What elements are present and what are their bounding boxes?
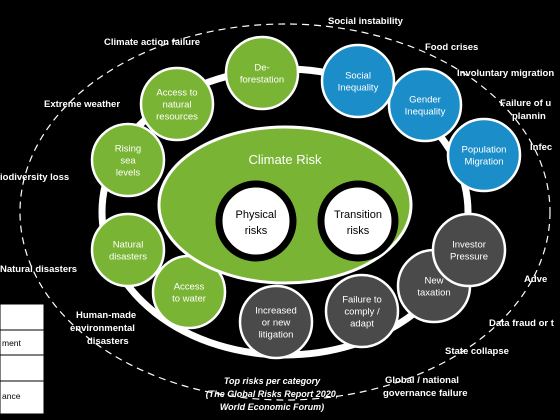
label-adve: Adve [524,274,547,285]
transition-risks-circle: Transition risks [317,180,399,262]
risk-circle-bg [90,212,166,288]
risk-circle-text: sea [120,156,136,167]
risk-circle-bg [139,66,215,142]
risk-circle-text: litigation [259,330,294,341]
risk-circle-text: forestation [240,75,284,86]
risk-circle-text: Population [462,145,507,156]
source-line-1: Top risks per category [224,376,321,386]
legend-box: ment ance [0,303,45,415]
risk-circle-text: New [424,276,443,287]
physical-risks-line-1: Physical [236,209,277,221]
risk-circle-bg [224,35,300,111]
center-title: Climate Risk [249,152,322,167]
source-line-3: World Economic Forum) [220,402,324,412]
transition-risks-line-2: risks [347,225,370,237]
risk-circle-bg [387,67,463,143]
legend-background [0,303,45,415]
risk-circle-text: Rising [115,144,141,155]
risk-circle-text: adapt [350,319,374,330]
risk-circle-text: or new [262,318,291,329]
label-infec: Infec [530,142,552,153]
risk-circle-text: Failure to [342,295,382,306]
label-social-instability: Social instability [328,16,404,27]
risk-circle-bg [431,212,507,288]
risk-circle-text: Migration [464,157,503,168]
risk-circle-bg [320,43,396,119]
physical-risks-line-2: risks [245,225,268,237]
label-natural-disasters: Natural disasters [0,264,77,275]
physical-risks-bg [215,180,297,262]
label-human-made-line-1: Human-made [76,310,136,321]
risk-circle-text: to water [172,294,206,305]
source-line-2: (The Global Risks Report 2020, [206,389,339,399]
risk-circle-text: resources [156,112,198,123]
risk-circle-text: Investor [452,240,486,251]
label-human-made-line-3: disasters [87,336,129,347]
risk-circle-text: Increased [255,306,297,317]
label-state-collapse: State collapse [445,346,509,357]
risk-circle-bg [324,273,400,349]
risk-circle-text: Gender [409,95,441,106]
risk-circle-text: Inequality [405,107,446,118]
label-food-crises: Food crises [425,42,478,53]
source-note: Top risks per category (The Global Risks… [206,376,339,412]
risk-circle-text: natural [162,100,191,111]
risk-circle-text: De- [254,63,269,74]
label-biodiversity-loss: iodiversity loss [0,172,69,183]
center-group: Climate Risk Physical risks Transition r… [157,125,413,285]
label-failure-of-u: Failure of u [500,98,551,109]
risk-circle-text: comply / [344,307,380,318]
risk-circle-0: De-forestation [224,35,300,111]
risk-circle-bg [90,122,166,198]
label-extreme-weather: Extreme weather [44,99,120,110]
outer-labels: Social instability Food crises Involunta… [0,16,555,399]
risk-circle-text: Access [174,282,205,293]
risk-circle-text: Access to [156,88,197,99]
risk-circle-text: disasters [109,252,147,263]
risk-circle-bg [238,284,314,360]
label-human-made-line-2: environmental [70,323,135,334]
label-governance-line-2: governance failure [383,388,467,399]
transition-risks-line-1: Transition [334,209,382,221]
legend-item-4: ance [2,391,21,401]
label-governance-line-1: Global / national [385,375,459,386]
label-climate-action-failure: Climate action failure [104,37,200,48]
physical-risks-circle: Physical risks [215,180,297,262]
label-plannin: plannin [512,111,546,122]
outer-dashed-ring [19,23,551,401]
risk-circle-bg [446,117,522,193]
risk-circle-text: Social [345,71,371,82]
legend-item-2: ment [2,338,22,348]
label-involuntary-migration: Involuntary migration [457,68,554,79]
risk-circle-text: Inequality [338,83,379,94]
risk-circle-text: levels [116,168,141,179]
risk-circle-text: taxation [417,288,450,299]
label-data-fraud: Data fraud or t [489,318,555,329]
risk-circle-text: Pressure [450,252,488,263]
transition-risks-bg [317,180,399,262]
risk-circle-text: Natural [113,240,144,251]
